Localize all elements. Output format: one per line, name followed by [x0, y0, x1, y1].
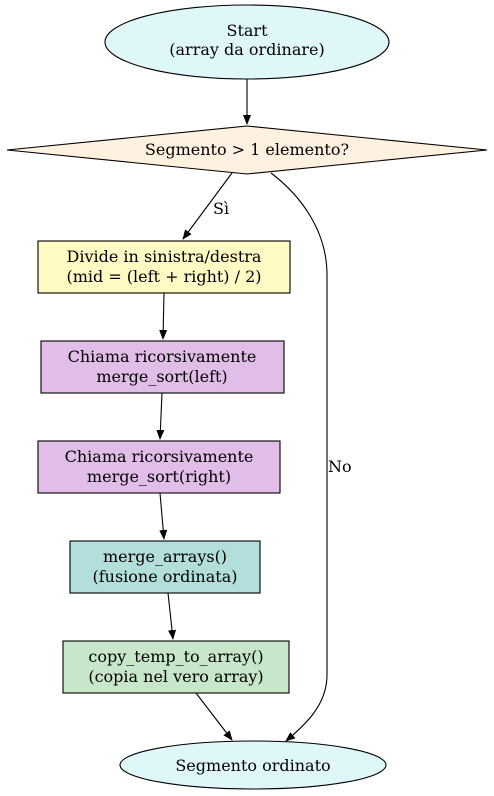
- edge-label-no: No: [328, 457, 352, 476]
- edges: [156, 79, 328, 742]
- end-ellipse: [119, 740, 387, 790]
- merge-label-line-2: (fusione ordinata): [93, 567, 238, 586]
- copy-box: [62, 640, 290, 694]
- decision-label: Segmento > 1 elemento?: [145, 140, 349, 159]
- copy-label-line-2: (copia nel vero array): [88, 667, 263, 686]
- copy-label-line-1: copy_temp_to_array(): [88, 647, 263, 666]
- merge-label-line-1: merge_arrays(): [103, 547, 227, 566]
- edge-merge-to-copy: [167, 592, 177, 640]
- node-start: Start (array da ordinare): [104, 4, 390, 80]
- node-sort-right: Chiama ricorsivamente merge_sort(right): [37, 440, 281, 494]
- divide-label-line-1: Divide in sinistra/destra: [67, 247, 262, 266]
- decision-diamond: [6, 125, 488, 175]
- sort-left-label-line-1: Chiama ricorsivamente: [68, 347, 257, 366]
- node-divide: Divide in sinistra/destra (mid = (left +…: [37, 240, 291, 294]
- node-sort-left: Chiama ricorsivamente merge_sort(left): [40, 340, 285, 394]
- edge-sort-right-to-merge: [159, 492, 168, 540]
- start-ellipse: [104, 4, 390, 80]
- edge-copy-to-end: [195, 692, 233, 741]
- node-decision: Segmento > 1 elemento?: [6, 125, 488, 175]
- sort-right-label-line-1: Chiama ricorsivamente: [65, 447, 254, 466]
- edge-decision-to-end-no: [270, 172, 328, 742]
- edge-decision-to-divide-yes: [182, 172, 233, 240]
- start-label-line-1: Start: [226, 21, 268, 40]
- edge-label-yes: Sì: [213, 199, 229, 218]
- end-label: Segmento ordinato: [175, 756, 330, 775]
- start-label-line-2: (array da ordinare): [169, 40, 324, 59]
- divide-label-line-2: (mid = (left + right) / 2): [66, 267, 261, 286]
- merge-box: [69, 540, 261, 594]
- sort-left-box: [40, 340, 285, 394]
- edge-divide-to-sort-left: [159, 292, 168, 340]
- sort-left-label-line-2: merge_sort(left): [96, 367, 227, 386]
- edge-sort-left-to-sort-right: [156, 392, 165, 440]
- sort-right-label-line-2: merge_sort(right): [87, 467, 231, 486]
- node-copy: copy_temp_to_array() (copia nel vero arr…: [62, 640, 290, 694]
- node-end: Segmento ordinato: [119, 740, 387, 790]
- divide-box: [37, 240, 291, 294]
- node-merge: merge_arrays() (fusione ordinata): [69, 540, 261, 594]
- sort-right-box: [37, 440, 281, 494]
